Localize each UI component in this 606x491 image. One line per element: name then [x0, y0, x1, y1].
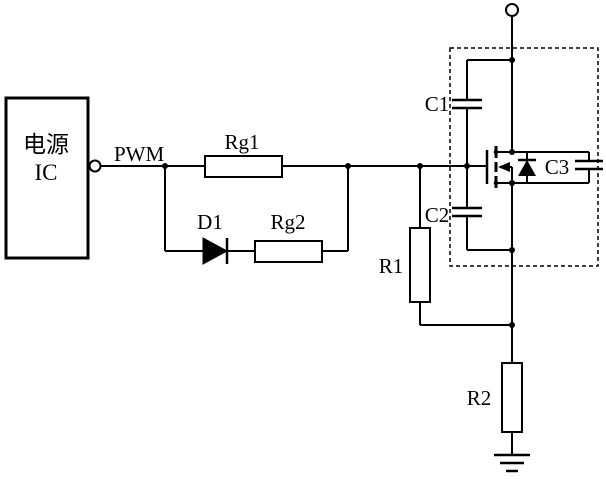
- mosfet-body-arrow: [498, 162, 510, 172]
- junction-dot: [509, 57, 515, 63]
- resistor-rg2-label: Rg2: [270, 210, 305, 234]
- resistor-rg2: Rg2: [254, 210, 323, 263]
- body-diode: [518, 152, 536, 183]
- capacitor-c3: C3: [545, 155, 603, 179]
- mosfet-drain-dot: [493, 149, 499, 155]
- resistor-r1-label: R1: [379, 254, 404, 278]
- ground-symbol: [494, 453, 530, 473]
- junction-dot: [509, 149, 515, 155]
- junction-dot: [464, 163, 470, 169]
- resistor-r2-label: R2: [467, 386, 492, 410]
- power-ic-label-line1: 电源: [23, 132, 69, 157]
- junction-dot: [509, 322, 515, 328]
- resistor-r2-body: [501, 362, 523, 433]
- capacitor-c3-label: C3: [545, 155, 570, 179]
- junction-dot: [162, 163, 168, 169]
- mosfet-dashed-boundary: [449, 47, 599, 267]
- mosfet-source-dot: [493, 180, 499, 186]
- pwm-label: PWM: [114, 142, 165, 166]
- capacitor-c2-label: C2: [425, 203, 450, 227]
- resistor-rg1-body: [204, 155, 283, 178]
- resistor-rg1: Rg1: [204, 130, 283, 178]
- wires: [100, 16, 590, 455]
- capacitor-c2: C2: [425, 203, 482, 227]
- mosfet: [485, 146, 510, 188]
- resistor-r1: R1: [379, 227, 431, 303]
- pwm-output-terminal: [88, 159, 102, 173]
- power-ic-label-line2: IC: [35, 160, 58, 185]
- resistor-r2: R2: [467, 362, 523, 433]
- diode-d1-label: D1: [197, 210, 223, 234]
- junction-dot: [345, 163, 351, 169]
- resistor-r1-body: [409, 227, 431, 303]
- resistor-rg1-label: Rg1: [224, 130, 259, 154]
- power-ic-outline: [4, 96, 90, 260]
- junction-dot: [509, 180, 515, 186]
- power-ic-box: 电源 IC: [4, 96, 90, 260]
- diode-d1-anode-triangle: [202, 237, 229, 265]
- junction-dot: [417, 163, 423, 169]
- resistor-rg2-body: [254, 240, 323, 263]
- junction-dot: [509, 247, 515, 253]
- top-terminal: [505, 3, 519, 17]
- capacitor-c1: C1: [425, 92, 482, 116]
- capacitor-c1-label: C1: [425, 92, 450, 116]
- body-diode-triangle: [518, 160, 536, 176]
- diode-d1: D1: [197, 210, 229, 265]
- junction-dots: [162, 57, 515, 328]
